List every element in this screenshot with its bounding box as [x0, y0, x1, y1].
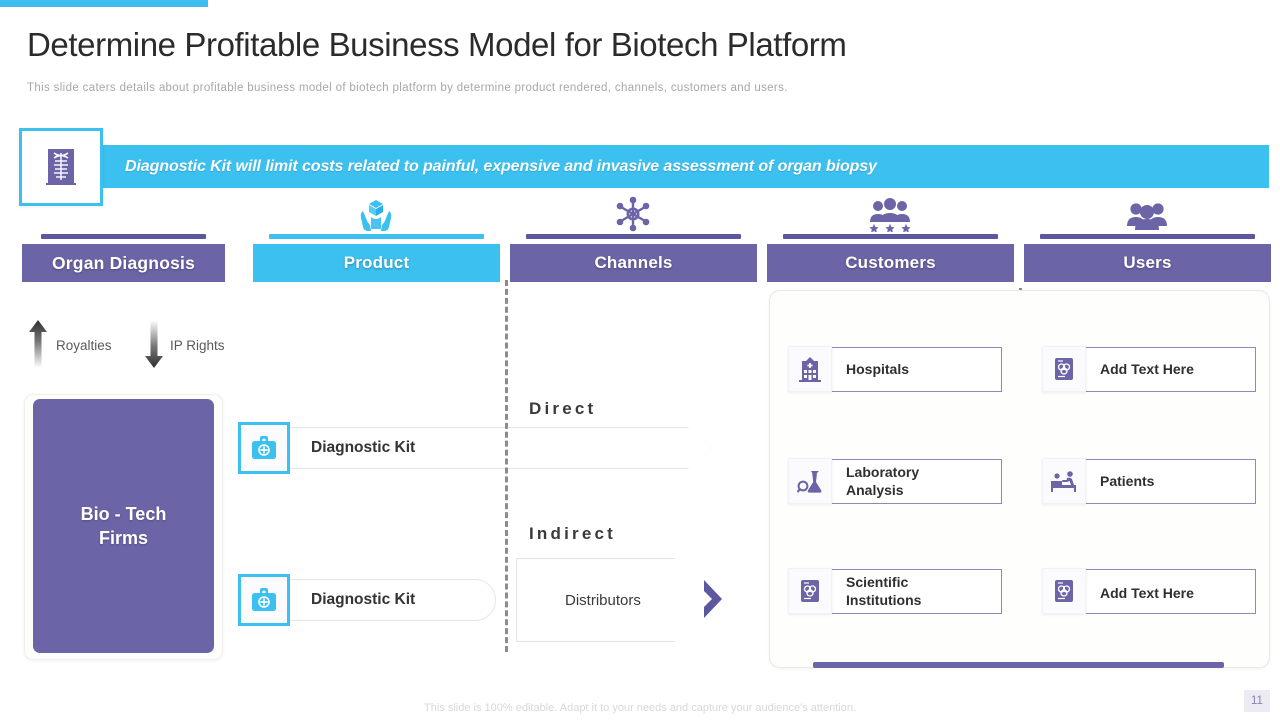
research-document-icon: [1042, 346, 1086, 392]
channel-direct-label: Direct: [529, 399, 597, 418]
patient-bed-icon: [1042, 458, 1086, 504]
ip-rights-label: IP Rights: [170, 338, 225, 353]
lab-flask-icon: [788, 458, 832, 504]
page-number: 11: [1244, 690, 1270, 712]
hospital-building-icon: [788, 346, 832, 392]
medical-kit-icon: [238, 422, 290, 474]
column-header-users: Users: [1024, 234, 1271, 282]
page-title: Determine Profitable Business Model for …: [27, 26, 847, 63]
column-label: Customers: [767, 244, 1014, 282]
customer-label-2: Laboratory Analysis: [846, 464, 919, 499]
header-cap-bar: [783, 234, 998, 239]
royalties-up-arrow-icon: [28, 320, 48, 373]
column-label: Channels: [510, 244, 757, 282]
product-item-2[interactable]: Diagnostic Kit: [252, 579, 496, 621]
user-card-3[interactable]: [1070, 569, 1256, 614]
customer-label-2-line1: Laboratory: [846, 464, 920, 480]
column-header-channels: Channels: [510, 234, 757, 282]
page-subtitle: This slide caters details about profitab…: [27, 82, 788, 94]
royalties-label: Royalties: [56, 338, 112, 353]
bottom-edge: [0, 716, 1280, 720]
header-cap-bar: [526, 234, 741, 239]
hands-holding-cube-icon: [350, 198, 402, 232]
people-group-icon: [1121, 198, 1173, 232]
ip-rights-down-arrow-icon: [144, 320, 164, 373]
firm-label-line1: Bio - Tech: [80, 503, 167, 524]
panel-underline: [813, 662, 1224, 668]
firm-label-line2: Firms: [98, 528, 148, 548]
product-label: Diagnostic Kit: [311, 439, 416, 456]
research-document-icon: [1042, 568, 1086, 614]
column-header-product: Product: [253, 234, 500, 282]
column-header-customers: Customers: [767, 234, 1014, 282]
user-label-2: Patients: [1100, 473, 1155, 489]
banner-text: Diagnostic Kit will limit costs related …: [125, 157, 877, 175]
customer-label-1: Hospitals: [846, 361, 910, 377]
people-stars-icon: [864, 198, 916, 232]
column-label: Organ Diagnosis: [22, 244, 225, 282]
customer-card-3[interactable]: [816, 569, 1002, 614]
research-document-icon: [788, 568, 832, 614]
column-header-organ-diagnosis: Organ Diagnosis: [22, 234, 225, 282]
header-cap-bar: [41, 234, 206, 239]
product-item-1[interactable]: Diagnostic Kit: [252, 427, 712, 469]
banner-strip: [83, 145, 1269, 188]
network-hub-icon: [607, 196, 659, 232]
product-label: Diagnostic Kit: [311, 591, 416, 608]
user-label-1: Add Text Here: [1100, 361, 1194, 377]
column-label: Users: [1024, 244, 1271, 282]
medical-kit-icon: [238, 574, 290, 626]
user-label-3: Add Text Here: [1100, 585, 1194, 601]
column-label: Product: [253, 244, 500, 282]
customer-label-3-line2: Institutions: [846, 591, 922, 608]
user-card-1[interactable]: [1070, 347, 1256, 392]
biotech-firm-box[interactable]: Bio - Tech Firms: [33, 399, 214, 653]
distributors-box[interactable]: Distributors: [516, 558, 706, 642]
header-cap-bar: [1040, 234, 1255, 239]
distributors-label: Distributors: [565, 591, 641, 609]
customer-label-3: Scientific Institutions: [846, 574, 921, 609]
dna-gel-document-icon: [46, 149, 76, 185]
chevron-right-icon: [702, 578, 726, 625]
top-accent-bar: [0, 0, 208, 7]
footer-note: This slide is 100% editable. Adapt it to…: [424, 702, 856, 714]
user-card-2[interactable]: [1070, 459, 1256, 504]
customer-card-1[interactable]: [816, 347, 1002, 392]
banner-badge: [19, 128, 103, 206]
header-cap-bar: [269, 234, 484, 239]
divider-channels: [505, 280, 508, 652]
customer-label-3-line1: Scientific: [846, 574, 909, 590]
channel-indirect-label: Indirect: [529, 524, 617, 543]
customer-card-2[interactable]: [816, 459, 1002, 504]
customer-label-2-line2: Analysis: [846, 481, 904, 498]
